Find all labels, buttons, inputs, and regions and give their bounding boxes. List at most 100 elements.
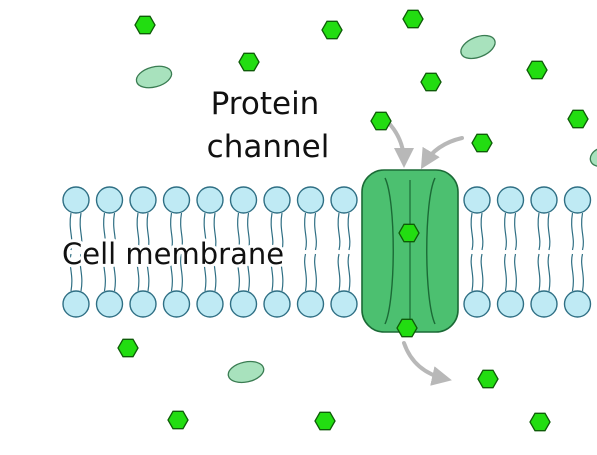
lipid-tail — [270, 212, 274, 251]
phospholipid — [296, 186, 325, 318]
lipid-tail — [480, 253, 484, 292]
phospholipid — [229, 186, 258, 318]
lipid-tail — [504, 253, 507, 292]
diffusion-arrow — [402, 341, 452, 386]
phospholipid — [263, 186, 291, 318]
phospholipid-head — [496, 290, 525, 318]
lipid-tail — [180, 212, 183, 251]
lipid-tail — [347, 212, 351, 251]
lipid-tail — [103, 212, 106, 251]
channel-inner-line — [384, 177, 394, 325]
lipid-tail — [213, 212, 217, 251]
lipid-tail — [170, 253, 173, 292]
lipid-tail — [314, 212, 317, 251]
lipid-tail — [103, 253, 106, 292]
lipid-tail — [79, 253, 83, 292]
phospholipid-head — [62, 186, 90, 214]
lipid-tail — [280, 212, 284, 251]
lipid-tail — [337, 212, 341, 251]
small-molecule — [314, 411, 336, 431]
lipid-tail — [480, 212, 484, 251]
phospholipid-head — [463, 186, 491, 214]
phospholipid-head — [129, 290, 157, 318]
phospholipid — [463, 186, 491, 318]
phospholipid-head — [496, 186, 525, 214]
lipid-tail — [504, 212, 507, 251]
small-molecule — [134, 15, 156, 35]
lipid-tail — [304, 253, 307, 292]
lipid-tail — [136, 253, 140, 292]
lipid-tail — [180, 253, 183, 292]
phospholipid-head — [263, 290, 291, 318]
small-molecule — [396, 318, 418, 338]
lipid-tail — [203, 253, 207, 292]
phospholipid — [62, 186, 90, 318]
lipid-tail — [146, 253, 150, 292]
lipid-tail — [237, 212, 240, 251]
small-molecule — [238, 52, 260, 72]
phospholipid — [330, 186, 358, 318]
small-molecule — [477, 369, 499, 389]
lipid-tail — [213, 253, 217, 292]
lipid-tail — [547, 212, 551, 251]
phospholipid-head — [196, 186, 224, 214]
lipid-tail — [113, 212, 116, 251]
phospholipid-head — [530, 290, 558, 318]
protein-channel — [361, 169, 459, 333]
phospholipid-head — [95, 290, 124, 318]
protein-channel-label-line1: Protein — [211, 86, 320, 122]
lipid-tail — [537, 253, 541, 292]
lipid-tail — [113, 253, 116, 292]
phospholipid-head — [330, 290, 358, 318]
channel-inner-line — [426, 177, 436, 325]
lipid-tail — [514, 253, 517, 292]
cell-membrane — [62, 186, 592, 318]
protein-channel-label-line2: channel — [207, 129, 330, 165]
phospholipid-head — [530, 186, 558, 214]
cell-membrane-label: Cell membrane — [62, 237, 284, 271]
small-molecule — [471, 133, 493, 153]
lipid-tail — [304, 212, 307, 251]
lipid-tail — [270, 253, 274, 292]
phospholipid — [530, 186, 558, 318]
phospholipid — [95, 186, 124, 318]
small-molecule — [402, 9, 424, 29]
lipid-tail — [547, 253, 551, 292]
phospholipid-head — [330, 186, 358, 214]
small-molecule — [529, 412, 551, 432]
small-molecule — [420, 72, 442, 92]
lipid-tail — [314, 253, 317, 292]
small-molecule — [321, 20, 343, 40]
lipid-tail — [337, 253, 341, 292]
lipid-tail — [280, 253, 284, 292]
small-molecule — [526, 60, 548, 80]
phospholipid — [162, 186, 191, 318]
phospholipid-head — [296, 186, 325, 214]
lipid-tail — [571, 212, 574, 251]
phospholipid-head — [95, 186, 124, 214]
small-molecule — [567, 109, 589, 129]
lipid-tail — [470, 253, 474, 292]
phospholipid — [563, 186, 592, 318]
molecules — [117, 9, 597, 432]
phospholipid — [496, 186, 525, 318]
lipid-tail — [237, 253, 240, 292]
phospholipid-head — [229, 290, 258, 318]
lipid-tail — [581, 253, 584, 292]
phospholipid-head — [196, 290, 224, 318]
large-molecule — [460, 34, 496, 60]
phospholipid-head — [162, 186, 191, 214]
large-molecule — [227, 360, 265, 384]
phospholipid — [129, 186, 157, 318]
phospholipid-head — [296, 290, 325, 318]
phospholipid — [196, 186, 224, 318]
small-molecule — [398, 223, 420, 243]
phospholipid-head — [263, 186, 291, 214]
lipid-tail — [247, 212, 250, 251]
diffusion-arrow — [420, 136, 464, 170]
phospholipid-head — [129, 186, 157, 214]
lipid-tail — [69, 253, 73, 292]
lipid-tail — [69, 212, 73, 251]
small-molecule — [167, 410, 189, 430]
small-molecule — [370, 111, 392, 131]
